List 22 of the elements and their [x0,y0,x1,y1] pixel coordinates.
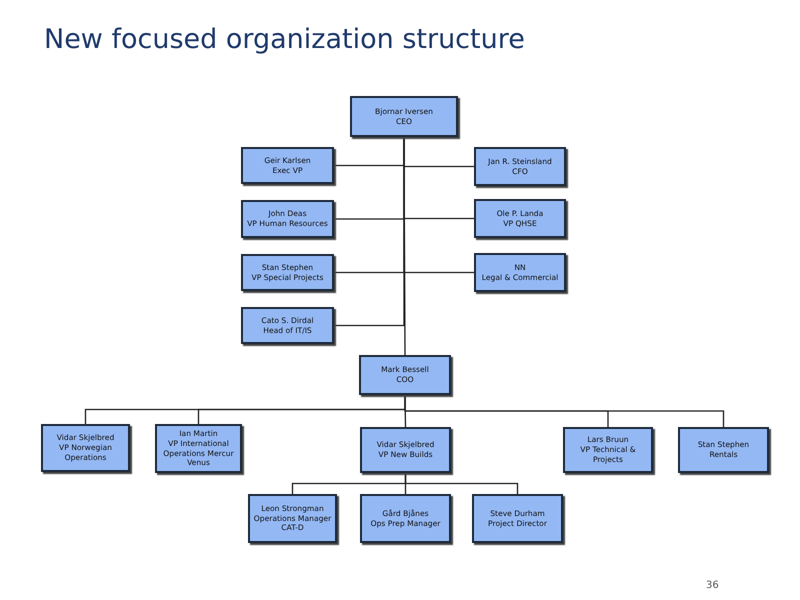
org-box [41,424,130,472]
org-box [155,424,242,473]
org-box [241,200,334,238]
org-box [350,96,458,137]
page-number: 36 [706,580,719,591]
connector-line [404,395,724,427]
org-box [248,494,337,543]
org-box [474,199,566,238]
org-box [241,147,334,184]
org-box [474,147,566,186]
org-box [359,355,451,395]
org-box [241,254,334,291]
org-box [241,307,334,344]
org-box [563,427,653,473]
slide-title: New focused organization structure [44,24,525,55]
org-box [360,427,451,473]
org-box [678,427,769,473]
connector-line [403,137,406,355]
org-box [360,494,451,543]
org-box [472,494,563,543]
org-box [474,253,566,292]
connector-line [404,473,518,494]
